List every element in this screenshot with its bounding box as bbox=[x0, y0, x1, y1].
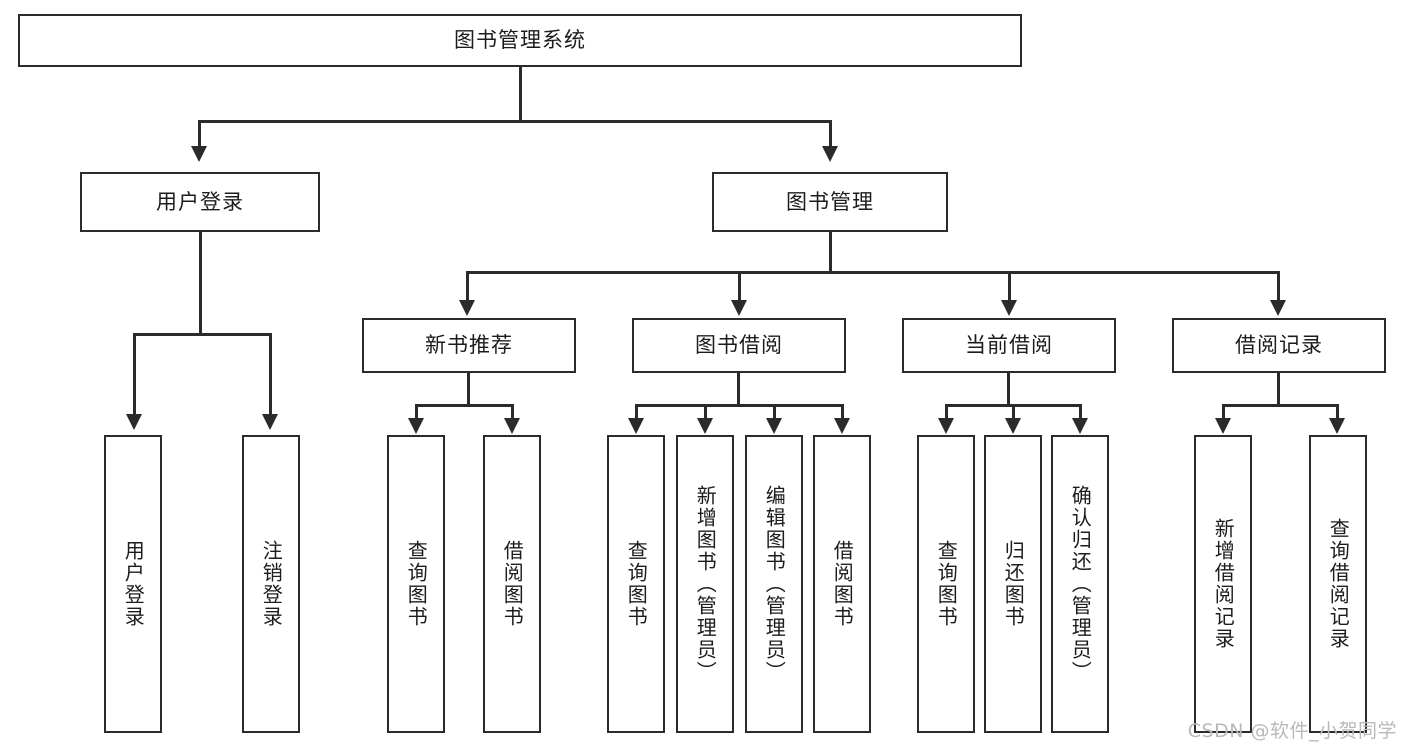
arrowhead-to-book-borrow bbox=[731, 300, 747, 316]
connector-currentborrow-drop-1 bbox=[945, 404, 948, 420]
leaf-bookborrow-borrow-book[interactable]: 借阅图书 bbox=[813, 435, 871, 733]
node-label: 确认归还（管理员） bbox=[1068, 485, 1093, 683]
node-label: 注销登录 bbox=[259, 540, 284, 628]
leaf-bookborrow-add-book[interactable]: 新增图书（管理员） bbox=[676, 435, 734, 733]
arrowhead-bookborrow-leaf-1 bbox=[628, 418, 644, 434]
node-label: 借阅记录 bbox=[1235, 333, 1323, 358]
arrowhead-bookborrow-leaf-2 bbox=[697, 418, 713, 434]
leaf-currentborrow-query-book[interactable]: 查询图书 bbox=[917, 435, 975, 733]
connector-currentborrow-drop-2 bbox=[1012, 404, 1015, 420]
node-label: 用户登录 bbox=[156, 189, 244, 214]
leaf-user-login-signin[interactable]: 用户登录 bbox=[104, 435, 162, 733]
node-new-book-recommend[interactable]: 新书推荐 bbox=[362, 318, 576, 373]
node-book-management[interactable]: 图书管理 bbox=[712, 172, 948, 232]
leaf-user-login-signout[interactable]: 注销登录 bbox=[242, 435, 300, 733]
connector-bookmgmt-drop-3 bbox=[1008, 271, 1011, 303]
connector-userlogin-drop-1 bbox=[133, 333, 136, 416]
connector-root-stem bbox=[519, 67, 522, 120]
node-label: 编辑图书（管理员） bbox=[762, 485, 787, 683]
leaf-bookborrow-query-book[interactable]: 查询图书 bbox=[607, 435, 665, 733]
arrowhead-newbook-leaf-2 bbox=[504, 418, 520, 434]
node-label: 借阅图书 bbox=[830, 540, 855, 628]
connector-bookborrow-drop-2 bbox=[704, 404, 707, 420]
connector-bookmgmt-stem bbox=[829, 232, 832, 273]
node-label: 图书管理系统 bbox=[454, 28, 586, 53]
arrowhead-to-new-book-recommend bbox=[459, 300, 475, 316]
connector-newbook-stem bbox=[467, 373, 470, 406]
arrowhead-to-current-borrow bbox=[1001, 300, 1017, 316]
arrowhead-newbook-leaf-1 bbox=[408, 418, 424, 434]
arrowhead-borrowrecord-leaf-1 bbox=[1215, 418, 1231, 434]
leaf-borrowrecord-query-record[interactable]: 查询借阅记录 bbox=[1309, 435, 1367, 733]
connector-userlogin-bus bbox=[133, 333, 272, 336]
connector-bookborrow-drop-3 bbox=[773, 404, 776, 420]
connector-bookmgmt-bus bbox=[466, 271, 1280, 274]
csdn-watermark: CSDN @软件_小贺同学 bbox=[1187, 720, 1397, 742]
node-label: 借阅图书 bbox=[500, 540, 525, 628]
node-label: 新增图书（管理员） bbox=[693, 485, 718, 683]
connector-bookmgmt-drop-2 bbox=[738, 271, 741, 303]
node-label: 查询图书 bbox=[624, 540, 649, 628]
connector-bookborrow-stem bbox=[737, 373, 740, 406]
node-label: 新书推荐 bbox=[425, 333, 513, 358]
connector-bookborrow-drop-1 bbox=[635, 404, 638, 420]
node-label: 用户登录 bbox=[121, 540, 146, 628]
node-label: 当前借阅 bbox=[965, 333, 1053, 358]
arrowhead-borrowrecord-leaf-2 bbox=[1329, 418, 1345, 434]
node-current-borrow[interactable]: 当前借阅 bbox=[902, 318, 1116, 373]
leaf-newbook-query-book[interactable]: 查询图书 bbox=[387, 435, 445, 733]
leaf-borrowrecord-add-record[interactable]: 新增借阅记录 bbox=[1194, 435, 1252, 733]
arrowhead-to-borrow-record bbox=[1270, 300, 1286, 316]
leaf-bookborrow-edit-book[interactable]: 编辑图书（管理员） bbox=[745, 435, 803, 733]
arrowhead-currentborrow-leaf-2 bbox=[1005, 418, 1021, 434]
node-user-login[interactable]: 用户登录 bbox=[80, 172, 320, 232]
leaf-currentborrow-confirm-return[interactable]: 确认归还（管理员） bbox=[1051, 435, 1109, 733]
connector-bookborrow-drop-4 bbox=[841, 404, 844, 420]
node-label: 归还图书 bbox=[1001, 540, 1026, 628]
connector-userlogin-stem bbox=[199, 232, 202, 333]
node-label: 图书管理 bbox=[786, 189, 874, 214]
arrowhead-to-bookmgmt bbox=[822, 146, 838, 162]
node-label: 新增借阅记录 bbox=[1211, 518, 1236, 650]
node-label: 查询借阅记录 bbox=[1326, 518, 1351, 650]
node-root-library-system[interactable]: 图书管理系统 bbox=[18, 14, 1022, 67]
connector-root-to-userlogin bbox=[198, 120, 201, 148]
connector-bookborrow-bus bbox=[635, 404, 843, 407]
connector-bookmgmt-drop-4 bbox=[1277, 271, 1280, 303]
connector-root-bus bbox=[198, 120, 832, 123]
connector-bookmgmt-drop-1 bbox=[466, 271, 469, 303]
connector-borrowrecord-drop-2 bbox=[1336, 404, 1339, 420]
connector-borrowrecord-drop-1 bbox=[1222, 404, 1225, 420]
node-label: 查询图书 bbox=[404, 540, 429, 628]
node-borrow-record[interactable]: 借阅记录 bbox=[1172, 318, 1386, 373]
arrowhead-currentborrow-leaf-1 bbox=[938, 418, 954, 434]
arrowhead-bookborrow-leaf-4 bbox=[834, 418, 850, 434]
leaf-currentborrow-return-book[interactable]: 归还图书 bbox=[984, 435, 1042, 733]
connector-root-to-bookmgmt bbox=[829, 120, 832, 148]
connector-newbook-drop-1 bbox=[415, 404, 418, 420]
connector-newbook-bus bbox=[415, 404, 514, 407]
arrowhead-bookborrow-leaf-3 bbox=[766, 418, 782, 434]
arrowhead-userlogin-leaf-1 bbox=[126, 414, 142, 430]
node-label: 查询图书 bbox=[934, 540, 959, 628]
connector-borrowrecord-stem bbox=[1277, 373, 1280, 406]
arrowhead-currentborrow-leaf-3 bbox=[1072, 418, 1088, 434]
node-book-borrow[interactable]: 图书借阅 bbox=[632, 318, 846, 373]
arrowhead-userlogin-leaf-2 bbox=[262, 414, 278, 430]
connector-borrowrecord-bus bbox=[1222, 404, 1338, 407]
node-label: 图书借阅 bbox=[695, 333, 783, 358]
connector-currentborrow-stem bbox=[1007, 373, 1010, 406]
connector-currentborrow-drop-3 bbox=[1079, 404, 1082, 420]
leaf-newbook-borrow-book[interactable]: 借阅图书 bbox=[483, 435, 541, 733]
connector-userlogin-drop-2 bbox=[269, 333, 272, 416]
connector-newbook-drop-2 bbox=[511, 404, 514, 420]
arrowhead-to-userlogin bbox=[191, 146, 207, 162]
